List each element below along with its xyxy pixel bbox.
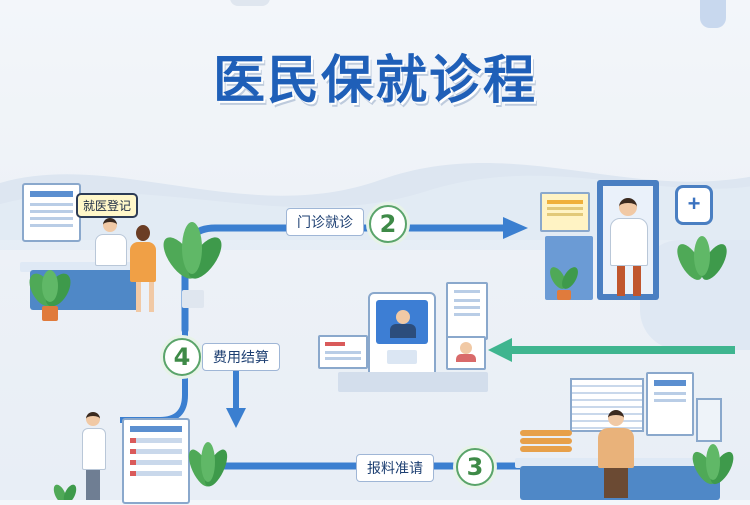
office-worker <box>598 410 634 500</box>
plant-icon <box>20 268 80 323</box>
plant-icon <box>160 218 225 310</box>
stacked-coins <box>520 430 572 460</box>
step-2-label: 门诊就诊 <box>286 208 364 236</box>
step-4-label: 费用结算 <box>202 343 280 371</box>
medical-cross-icon: + <box>675 185 713 225</box>
plant-icon <box>546 262 582 300</box>
step-4-number: 4 <box>163 338 201 376</box>
wall-cabinet <box>646 372 694 436</box>
document-icon <box>446 282 488 340</box>
clinic-doctor <box>610 198 648 298</box>
plant-icon <box>672 232 732 300</box>
wall-panel <box>696 398 722 442</box>
kiosk-machine <box>368 292 436 386</box>
document-icon <box>318 335 368 369</box>
checklist-board <box>122 418 190 504</box>
patient-icon <box>130 225 156 317</box>
registration-desk-top <box>20 262 150 272</box>
kiosk-counter <box>338 372 488 392</box>
doctor-icon <box>95 218 127 266</box>
page-title: 医民保就诊程 <box>212 51 537 111</box>
info-board <box>22 183 81 242</box>
step-3-label: 报料准请 <box>356 454 434 482</box>
plant-icon <box>690 440 736 500</box>
doctor-photo-card <box>446 336 486 370</box>
plant-icon <box>188 438 228 500</box>
top-decoration-oval <box>230 0 270 6</box>
clinic-notice-board <box>540 192 590 232</box>
plant-icon <box>50 480 80 504</box>
top-decoration-pill <box>700 0 726 28</box>
step-2-number: 2 <box>369 205 407 243</box>
registration-bubble: 就医登记 <box>76 193 139 218</box>
person-icon <box>82 412 106 500</box>
step-3-number: 3 <box>456 448 494 486</box>
